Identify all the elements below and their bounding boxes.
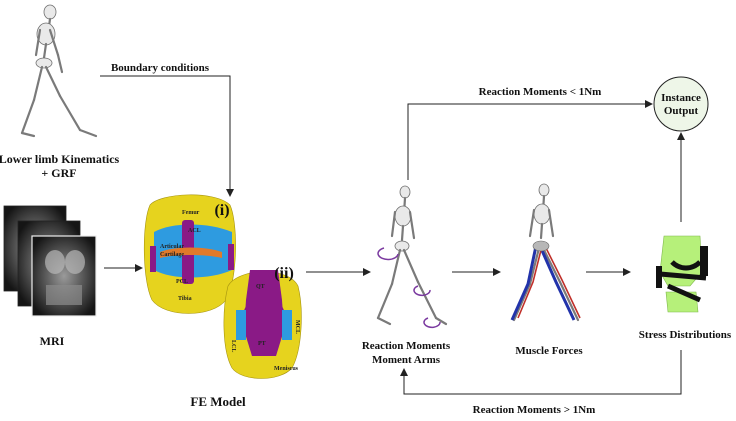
femur-label: Femur: [182, 210, 200, 216]
mcl-label: MCL: [294, 320, 300, 334]
boundary-conditions-arrow: [100, 75, 234, 197]
less-than-1nm-arrow: [407, 100, 653, 180]
walking-skeleton-kinematics: [20, 4, 98, 138]
grf-label: + GRF: [41, 166, 76, 180]
moment-arms-label: Moment Arms: [372, 354, 441, 366]
tibia-label: Tibia: [178, 296, 192, 302]
reaction-moments-greater-label: Reaction Moments > 1Nm: [473, 404, 596, 416]
qt-label: QT: [256, 284, 265, 290]
fe-model-label: FE Model: [190, 394, 246, 409]
mri-image-stack: [3, 205, 97, 317]
fe-model-knee-i: Femur ACL Articular Cartilage PCL Tibia: [143, 194, 236, 314]
pcl-label: PCL: [176, 279, 188, 285]
muscle-forces-label: Muscle Forces: [515, 345, 583, 357]
skeleton-muscle-forces: [510, 183, 581, 322]
panel-i-label: (i): [214, 202, 229, 219]
meniscus-label: Meniscus: [274, 366, 299, 372]
acl-label: ACL: [188, 228, 201, 234]
boundary-conditions-label: Boundary conditions: [111, 62, 210, 74]
reaction-moments-less-label: Reaction Moments < 1Nm: [479, 86, 602, 98]
instance-output-line1: Instance: [661, 92, 701, 104]
instance-output-node: [653, 76, 709, 132]
knee-stress-distribution: [656, 235, 708, 313]
articular-label: Articular: [160, 244, 184, 250]
mri-label: MRI: [40, 334, 65, 348]
cartilage-label: Cartilage: [160, 252, 184, 258]
fe-model-knee-ii: QT PT LCL MCL Meniscus: [223, 270, 302, 379]
lower-limb-kinematics-label: Lower limb Kinematics: [0, 152, 120, 166]
stress-distributions-label: Stress Distributions: [639, 329, 732, 341]
skeleton-reaction-moments: [376, 185, 448, 329]
instance-output-line2: Output: [664, 105, 699, 117]
greater-than-1nm-feedback-arrow: [400, 350, 682, 395]
pt-label: PT: [258, 341, 266, 347]
lcl-label: LCL: [230, 340, 236, 352]
panel-ii-label: (ii): [274, 265, 294, 282]
reaction-moments-label: Reaction Moments: [362, 340, 451, 352]
